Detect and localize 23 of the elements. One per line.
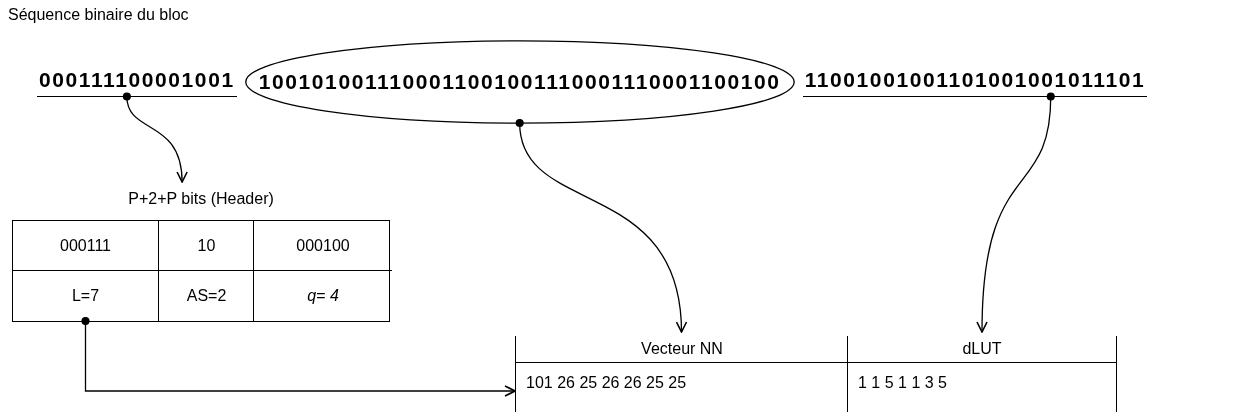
bit-field-value: 000100 (254, 221, 392, 271)
table-title: Vecteur NN (516, 336, 848, 363)
bit-sequence: 000111100001001 (37, 67, 237, 97)
field-value: L=7 (70, 286, 101, 306)
header-field-cell (253, 221, 392, 321)
bit-sequence: 11001001001101001001011101 (802, 67, 1148, 97)
arrow (81, 316, 516, 397)
table-title: dLUT (848, 336, 1116, 363)
bit-field-value: 000111 (13, 221, 158, 271)
bit-field-value: 10 (159, 221, 254, 271)
arrow (515, 118, 687, 333)
field-value: q= 4 (306, 286, 340, 306)
field-value: AS=2 (185, 286, 228, 306)
arrow (122, 92, 188, 183)
table-values: 101 26 25 26 26 25 25 (525, 373, 688, 393)
lut-table (847, 336, 1117, 412)
vector-table (515, 336, 848, 412)
header-field-cell (158, 221, 254, 321)
table-title: P+2+P bits (Header) (127, 189, 275, 209)
circled-bit-sequence: 1001010011100011001001110001110001100100 (242, 40, 797, 124)
table-values: 1 1 5 1 1 3 5 (857, 373, 948, 393)
diagram-title: Séquence binaire du bloc (8, 6, 189, 24)
arrow (976, 92, 1055, 333)
